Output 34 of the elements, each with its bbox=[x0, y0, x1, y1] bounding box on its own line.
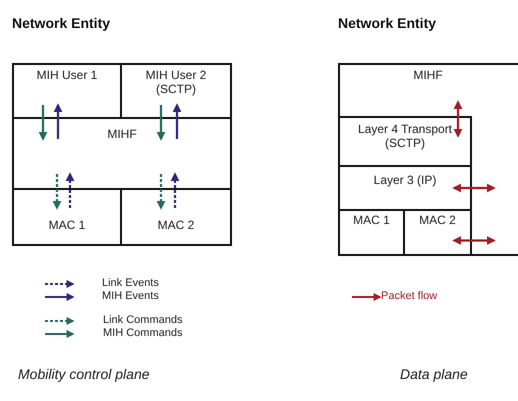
plane-caption: Data plane bbox=[400, 366, 468, 382]
layer-label: Layer 3 (IP) bbox=[372, 173, 438, 188]
entity-heading: Network Entity bbox=[12, 15, 110, 31]
layer-label: MAC 2 bbox=[156, 218, 196, 232]
legend-label: MIH Commands bbox=[103, 327, 182, 339]
layer-label: MIHF bbox=[412, 68, 444, 82]
layer-label: MAC 2 bbox=[418, 213, 457, 228]
arrow bbox=[170, 172, 180, 208]
arrow bbox=[454, 100, 462, 138]
arrow bbox=[156, 105, 166, 141]
arrow bbox=[66, 172, 74, 208]
arrow bbox=[156, 174, 166, 210]
layer-label: MIH User 1 bbox=[36, 68, 98, 82]
entity-heading: Network Entity bbox=[338, 15, 436, 31]
legend-label: Link Events bbox=[102, 277, 159, 289]
layer-label: Layer 4 Transport (SCTP) bbox=[356, 122, 454, 151]
legend-label: MIH Events bbox=[102, 290, 159, 302]
layer-box bbox=[338, 165, 472, 211]
arrow bbox=[54, 103, 62, 139]
legend-label: Packet flow bbox=[381, 290, 438, 302]
layer-box bbox=[338, 116, 472, 167]
layer-label: MIHF bbox=[106, 127, 138, 142]
arrow bbox=[38, 105, 48, 141]
layer-label: MIH User 2 (SCTP) bbox=[144, 68, 208, 97]
layer-label: MAC 1 bbox=[352, 213, 391, 228]
layer-box bbox=[12, 63, 122, 119]
layer-label: MAC 1 bbox=[48, 218, 86, 232]
layer-box bbox=[12, 188, 122, 246]
arrow bbox=[52, 174, 62, 210]
legend-label: Link Commands bbox=[103, 314, 182, 326]
plane-caption: Mobility control plane bbox=[18, 366, 150, 382]
arrow bbox=[452, 184, 496, 192]
arrow bbox=[172, 103, 182, 139]
arrow bbox=[452, 236, 496, 245]
